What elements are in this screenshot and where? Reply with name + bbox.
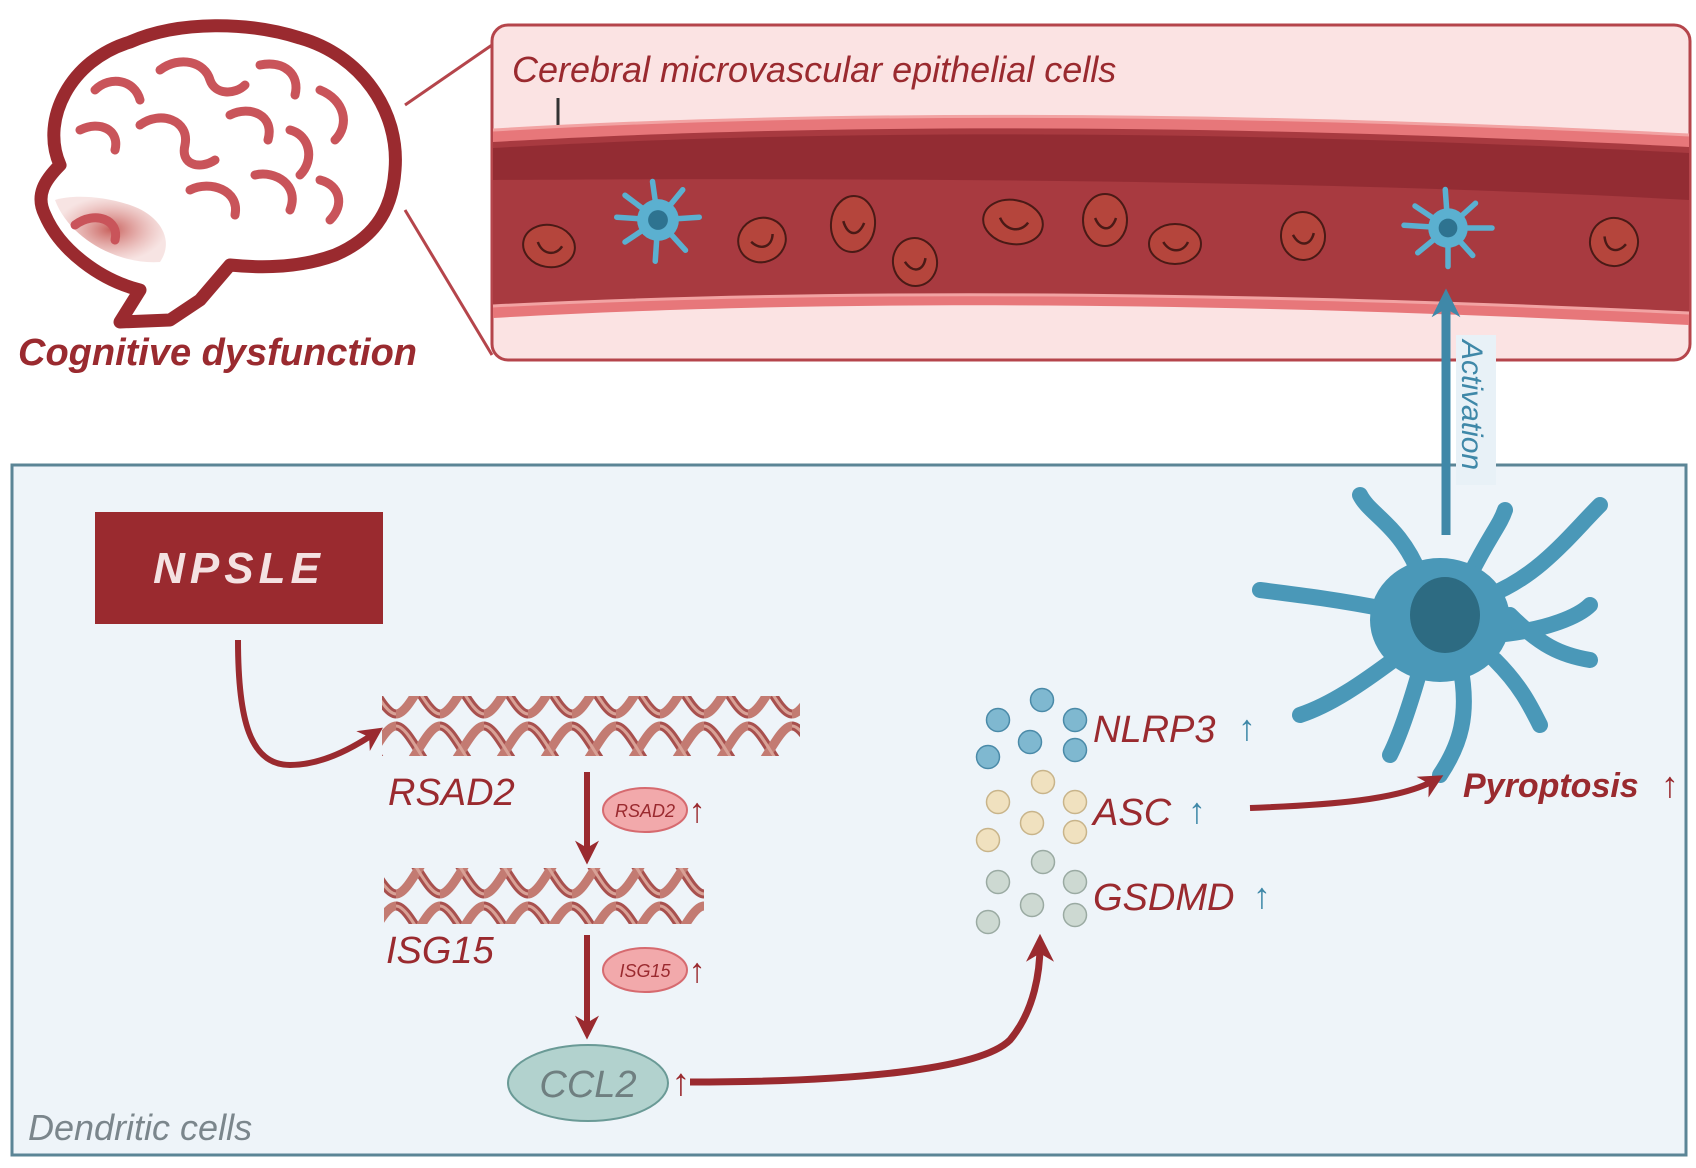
activation-arrow: Activation (1431, 288, 1496, 535)
pyroptosis-label: Pyroptosis (1463, 767, 1639, 805)
red-blood-cell (829, 195, 877, 253)
pyroptosis-up-arrow: ↑ (1661, 764, 1679, 805)
particle-dot (1029, 687, 1055, 713)
dendritic-panel-label: Dendritic cells (28, 1107, 252, 1148)
nlrp3-up-arrow: ↑ (1238, 707, 1256, 748)
red-blood-cell (737, 216, 787, 264)
red-blood-cell (1082, 193, 1128, 247)
vessel-label: Cerebral microvascular epithelial cells (512, 49, 1116, 90)
ccl2-up-arrow: ↑ (672, 1062, 691, 1104)
particle-dot (975, 909, 1001, 935)
particle-dot (985, 869, 1011, 895)
particle-dot (1062, 869, 1088, 895)
red-blood-cell (982, 198, 1044, 246)
brain-caption: Cognitive dysfunction (18, 332, 417, 374)
red-blood-cell (891, 237, 939, 287)
red-blood-cell (1279, 211, 1327, 261)
particle-dot (985, 789, 1011, 815)
gsdmd-up-arrow: ↑ (1253, 875, 1271, 916)
arrow-ccl2-to-inflammasome (689, 933, 1054, 1086)
vessel-dendritic-cell-2 (1401, 186, 1495, 270)
isg15-protein (602, 947, 688, 993)
red-blood-cell (522, 223, 576, 269)
large-dendritic-cell (1252, 487, 1608, 783)
particle-dot (1030, 769, 1056, 795)
vessel-dendritic-cell-1 (613, 178, 703, 265)
ccl2-label: CCL2 (539, 1064, 636, 1106)
isg15-dna (384, 868, 704, 924)
particle-dot (985, 707, 1011, 733)
particle-dot (1062, 707, 1088, 733)
isg15-up-arrow: ↑ (689, 952, 706, 990)
red-blood-cell (1589, 217, 1639, 267)
rsad2-dna (382, 696, 800, 756)
rsad2-protein (602, 787, 688, 833)
zoom-line-top (404, 43, 493, 107)
particle-dot (1062, 819, 1088, 845)
asc-label: ASC (1091, 792, 1172, 834)
activation-label: Activation (1455, 338, 1488, 470)
particle-dot (1017, 729, 1043, 755)
red-blood-cells (522, 193, 1639, 287)
rsad2-up-arrow: ↑ (689, 792, 706, 830)
vessel-panel: Cerebral microvascular epithelial cells (490, 23, 1692, 362)
npsle-box (95, 512, 383, 624)
isg15-gene-label: ISG15 (386, 930, 495, 972)
particle-dot (1062, 789, 1088, 815)
particle-dot (975, 827, 1001, 853)
brain-illustration: Cognitive dysfunction (18, 19, 417, 374)
red-blood-cell (1148, 223, 1202, 265)
gsdmd-label: GSDMD (1093, 877, 1234, 919)
isg15-protein-label: ISG15 (619, 961, 671, 981)
rsad2-gene-label: RSAD2 (388, 772, 515, 814)
asc-up-arrow: ↑ (1188, 790, 1206, 831)
arrow-to-pyroptosis (1249, 775, 1444, 811)
npsle-label: NPSLE (153, 544, 325, 593)
particle-dot (1019, 892, 1045, 918)
ccl2-ellipse (507, 1044, 669, 1122)
particle-dot (1062, 902, 1088, 928)
particle-dot (975, 744, 1001, 770)
nlrp3-label: NLRP3 (1093, 709, 1216, 751)
particle-dot (1062, 737, 1088, 763)
zoom-line-bottom (403, 209, 494, 356)
particle-dot (1030, 849, 1056, 875)
inflammasome-particles (975, 687, 1088, 935)
particle-dot (1019, 810, 1045, 836)
arrow-npsle-to-rsad2 (235, 639, 383, 769)
rsad2-protein-label: RSAD2 (615, 801, 675, 821)
